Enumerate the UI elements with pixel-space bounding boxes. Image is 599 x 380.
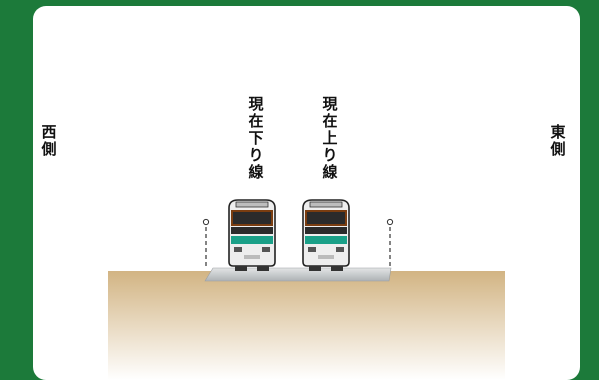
train-icon (302, 199, 350, 271)
train-icon (228, 199, 276, 271)
up-track-label: 現在上り線 (322, 95, 338, 181)
west-side-label: 西側 (41, 123, 57, 158)
catenary-pole-icon (202, 218, 210, 268)
east-side-label: 東側 (550, 123, 566, 158)
ballast (204, 267, 392, 282)
down-track-label: 現在下り線 (248, 95, 264, 181)
diagram-panel: 西側 東側 現在下り線 現在上り線 (33, 6, 580, 380)
catenary-pole-icon (386, 218, 394, 268)
track-cross-section (108, 199, 505, 380)
ground (108, 271, 505, 380)
